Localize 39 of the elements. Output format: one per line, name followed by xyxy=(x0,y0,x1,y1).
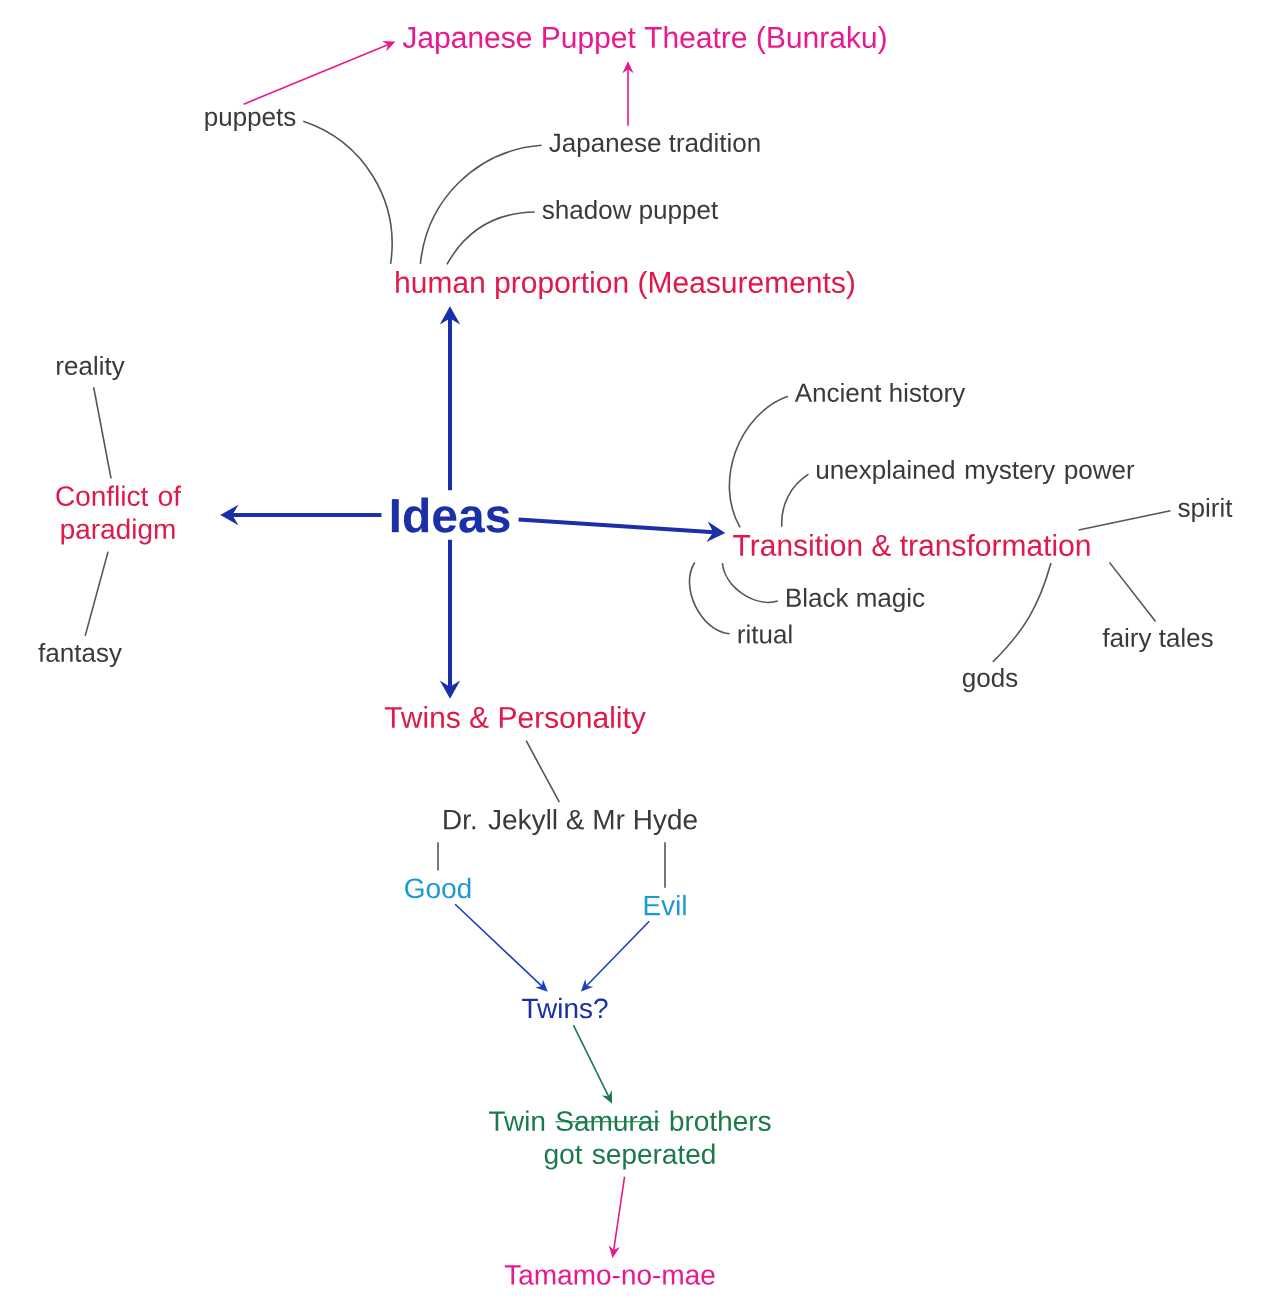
topic-text: Tamamo-no-mae xyxy=(504,1265,715,1285)
note-text: fantasy xyxy=(38,642,122,668)
leader-line xyxy=(92,386,112,480)
topic-text: Twins & Personality xyxy=(384,706,646,734)
leader-line xyxy=(419,144,543,265)
central-topic: Ideas xyxy=(391,497,510,533)
note-text: spirit xyxy=(1178,497,1233,523)
leader-line xyxy=(437,841,439,872)
leader-line xyxy=(728,395,789,529)
leader-line xyxy=(302,120,393,265)
topic-text: Transition & transformation xyxy=(733,534,1090,557)
topic-text: Conflict of paradigm xyxy=(56,485,182,545)
heading-text: Japanese Puppet Theatre (Bunraku) xyxy=(402,26,886,54)
leader-line xyxy=(1077,510,1172,531)
leader-line xyxy=(1108,561,1157,623)
arrow xyxy=(454,903,548,992)
note-text: reality xyxy=(57,355,125,381)
leader-line xyxy=(992,562,1052,663)
note-text: shadow puppet xyxy=(542,199,718,225)
topic-text: human proportion (Measurements) xyxy=(396,271,854,299)
topic-text: Twins? xyxy=(522,997,608,1019)
note-text: Good xyxy=(405,877,471,899)
leader-line xyxy=(721,562,779,604)
leader-line xyxy=(780,473,810,528)
leader-line xyxy=(84,550,109,637)
leader-line xyxy=(688,561,731,635)
note-text: Ancient history xyxy=(794,382,966,408)
leader-line xyxy=(525,739,561,804)
note-text: ritual xyxy=(738,624,792,644)
leader-line xyxy=(664,841,666,889)
note-text: fairy tales xyxy=(1102,627,1213,653)
note-text: unexplained mystery power xyxy=(817,459,1135,485)
note-text: gods xyxy=(962,667,1018,693)
note-text: Black magic xyxy=(787,587,925,613)
note-text: Japanese tradition xyxy=(549,132,760,158)
note-text: Evil xyxy=(644,894,686,916)
leader-line xyxy=(446,211,536,266)
note-text: puppets xyxy=(205,108,296,132)
note-text: Dr. Jekyll & Mr Hyde xyxy=(444,808,697,836)
